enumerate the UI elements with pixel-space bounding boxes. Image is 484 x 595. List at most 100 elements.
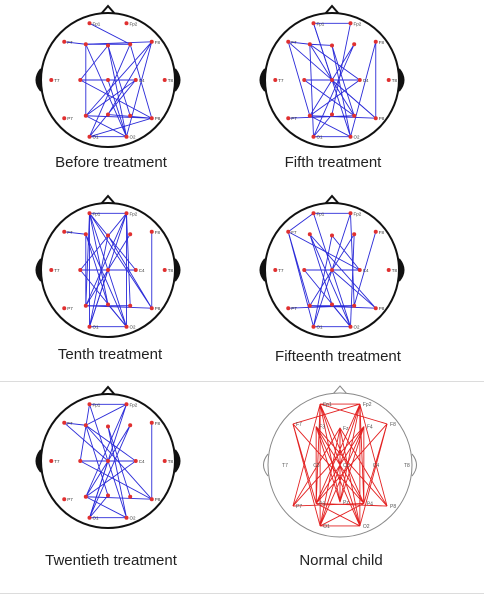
connection-edge bbox=[63, 422, 109, 462]
electrode-label: F8 bbox=[155, 421, 161, 426]
electrode-dot bbox=[307, 232, 312, 237]
connection-edge bbox=[287, 231, 314, 327]
electrode-label: P8 bbox=[379, 116, 385, 121]
connection-edge bbox=[89, 213, 137, 271]
electrode-label: F3 bbox=[319, 425, 325, 431]
electrode-dot bbox=[87, 515, 92, 520]
connection-edge bbox=[85, 460, 136, 498]
connection-edge bbox=[89, 269, 109, 327]
connection-edge bbox=[315, 503, 361, 527]
connection-edge bbox=[309, 79, 360, 117]
electrode-dot bbox=[133, 459, 138, 463]
electrode-label: C4 bbox=[139, 459, 145, 464]
electrode-label: C4 bbox=[363, 78, 369, 83]
connection-edge bbox=[126, 213, 131, 306]
electrode-dot bbox=[386, 78, 391, 82]
electrode-dot bbox=[352, 113, 357, 118]
connection-edge bbox=[85, 44, 127, 137]
left-ear bbox=[35, 68, 42, 92]
electrode-dot bbox=[162, 268, 167, 272]
right-ear bbox=[398, 68, 405, 92]
electrode-dot bbox=[128, 232, 133, 237]
electrode-label: P7 bbox=[67, 306, 73, 311]
electrode-label: O1 bbox=[93, 325, 100, 330]
connection-edge bbox=[350, 234, 355, 327]
electrode-dot bbox=[330, 78, 334, 82]
electrode-label: Fp1 bbox=[317, 211, 325, 216]
connection-edge bbox=[107, 304, 127, 327]
left-ear bbox=[35, 449, 42, 473]
connection-edge bbox=[287, 41, 311, 116]
electrode-dot bbox=[106, 112, 110, 117]
connection-edge bbox=[64, 41, 86, 45]
connection-edge bbox=[85, 234, 127, 327]
connection-edge bbox=[309, 234, 333, 305]
electrode-dot bbox=[352, 42, 357, 47]
connection-edge bbox=[331, 23, 351, 115]
connection-edge bbox=[85, 424, 153, 500]
connection-edge bbox=[350, 41, 377, 137]
connection-edge bbox=[80, 460, 152, 500]
connection-edge bbox=[89, 235, 109, 327]
electrode-label: T8 bbox=[392, 268, 398, 273]
electrode-label: Cz bbox=[343, 463, 350, 469]
connection-edge bbox=[309, 115, 351, 138]
right-ear bbox=[411, 453, 417, 477]
electrode-label: P8 bbox=[379, 306, 385, 311]
electrode-dot bbox=[62, 420, 67, 425]
electrode-label: C4 bbox=[363, 268, 369, 273]
electrode-dot bbox=[373, 306, 378, 311]
connection-edge bbox=[287, 212, 314, 233]
electrode-dot bbox=[124, 515, 129, 520]
electrode-label: F8 bbox=[379, 40, 385, 45]
electrode-label: O2 bbox=[129, 516, 136, 521]
connection-edge bbox=[331, 79, 377, 119]
electrode-dot bbox=[373, 229, 378, 234]
electrode-dot bbox=[311, 211, 316, 216]
connection-edge bbox=[288, 115, 355, 119]
electrode-label: P8 bbox=[155, 306, 161, 311]
electrode-label: O1 bbox=[93, 135, 100, 140]
connection-edge bbox=[309, 44, 314, 137]
electrode-dot bbox=[307, 303, 312, 308]
electrode-dot bbox=[106, 78, 110, 82]
electrode-label: O2 bbox=[363, 524, 370, 530]
connection-edge bbox=[89, 117, 152, 138]
electrode-label: T8 bbox=[404, 463, 410, 469]
connection-edge bbox=[313, 114, 333, 137]
electrode-label: Fp1 bbox=[323, 402, 332, 408]
connection-edge bbox=[89, 460, 109, 518]
connection-edge bbox=[288, 41, 310, 45]
electrode-label: Fz bbox=[343, 426, 349, 432]
electrode-dot bbox=[273, 78, 278, 82]
electrode-label: F7 bbox=[296, 422, 302, 428]
connection-edge bbox=[80, 79, 152, 119]
electrode-dot bbox=[87, 402, 92, 407]
electrode-label: O2 bbox=[129, 325, 136, 330]
electrode-label: P7 bbox=[296, 504, 302, 510]
connection-edge bbox=[339, 403, 361, 503]
connection-edge bbox=[85, 496, 127, 519]
connection-edge bbox=[288, 305, 355, 309]
electrode-dot bbox=[373, 116, 378, 121]
connection-edge bbox=[359, 403, 388, 507]
electrode-label: F4 bbox=[367, 425, 373, 431]
electrode-label: C4 bbox=[139, 268, 145, 273]
connection-edge bbox=[292, 502, 364, 507]
electrode-dot bbox=[62, 116, 67, 121]
connection-edge bbox=[107, 426, 131, 497]
connection-edge bbox=[288, 231, 360, 271]
connection-edge bbox=[313, 235, 333, 327]
left-ear bbox=[35, 258, 42, 282]
electrode-label: C4 bbox=[139, 78, 145, 83]
nose bbox=[100, 4, 116, 15]
connection-edge bbox=[315, 404, 321, 504]
electrode-label: Pz bbox=[343, 500, 349, 506]
connection-edge bbox=[309, 43, 360, 81]
electrode-dot bbox=[49, 78, 54, 82]
